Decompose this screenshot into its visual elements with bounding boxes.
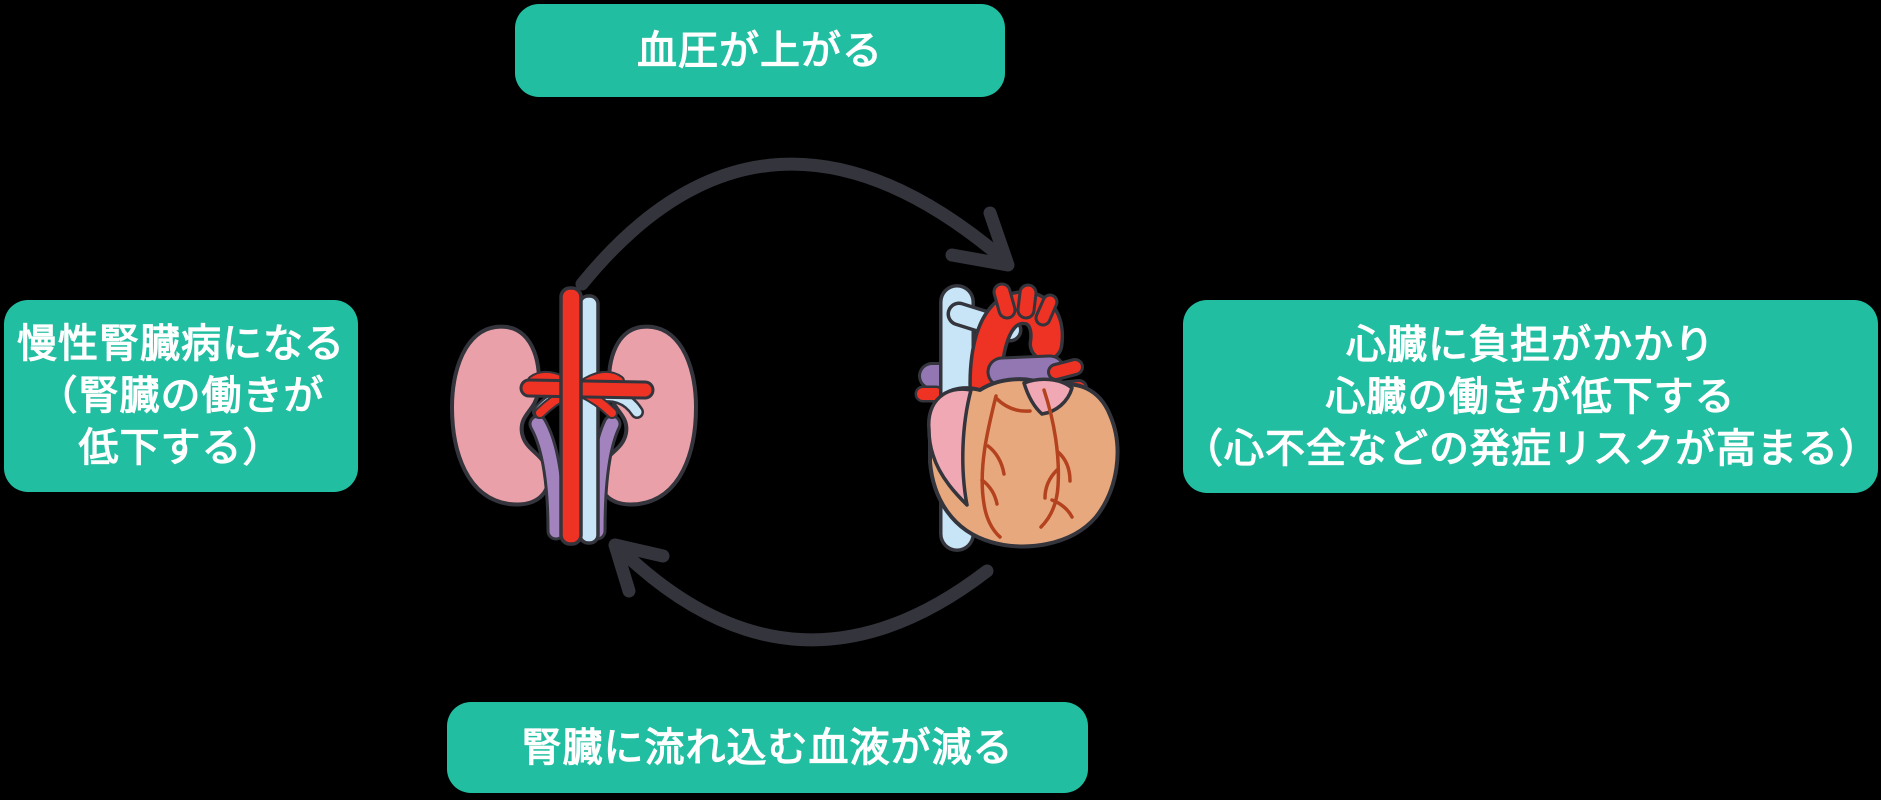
label-text: 血圧が上がる: [637, 28, 883, 73]
label-line: （腎臓の働きが: [37, 374, 325, 418]
label-box-chronic-kidney-disease: 慢性腎臓病になる （腎臓の働きが 低下する）: [4, 300, 358, 492]
label-box-heart-burden: 心臓に負担がかかり 心臓の働きが低下する （心不全などの発症リスクが高まる）: [1183, 300, 1880, 493]
kidneys-icon: [450, 286, 698, 546]
arrow-kidneys-to-heart-icon: [575, 157, 1015, 291]
label-line: 心臓の働きが低下する: [1325, 374, 1736, 419]
label-text: 腎臓に流れ込む血液が減る: [521, 725, 1014, 770]
label-line: （心不全などの発症リスクが高まる）: [1183, 426, 1880, 471]
label-box-blood-pressure-rises: 血圧が上がる: [515, 4, 1005, 97]
label-box-kidney-blood-flow-decreases: 腎臓に流れ込む血液が減る: [447, 702, 1088, 793]
arrow-heart-to-kidneys-icon: [608, 538, 994, 647]
heart-icon: [914, 282, 1120, 552]
label-line: 低下する）: [78, 426, 284, 470]
label-line: 慢性腎臓病になる: [17, 322, 345, 366]
label-line: 心臓に負担がかかり: [1346, 322, 1715, 367]
